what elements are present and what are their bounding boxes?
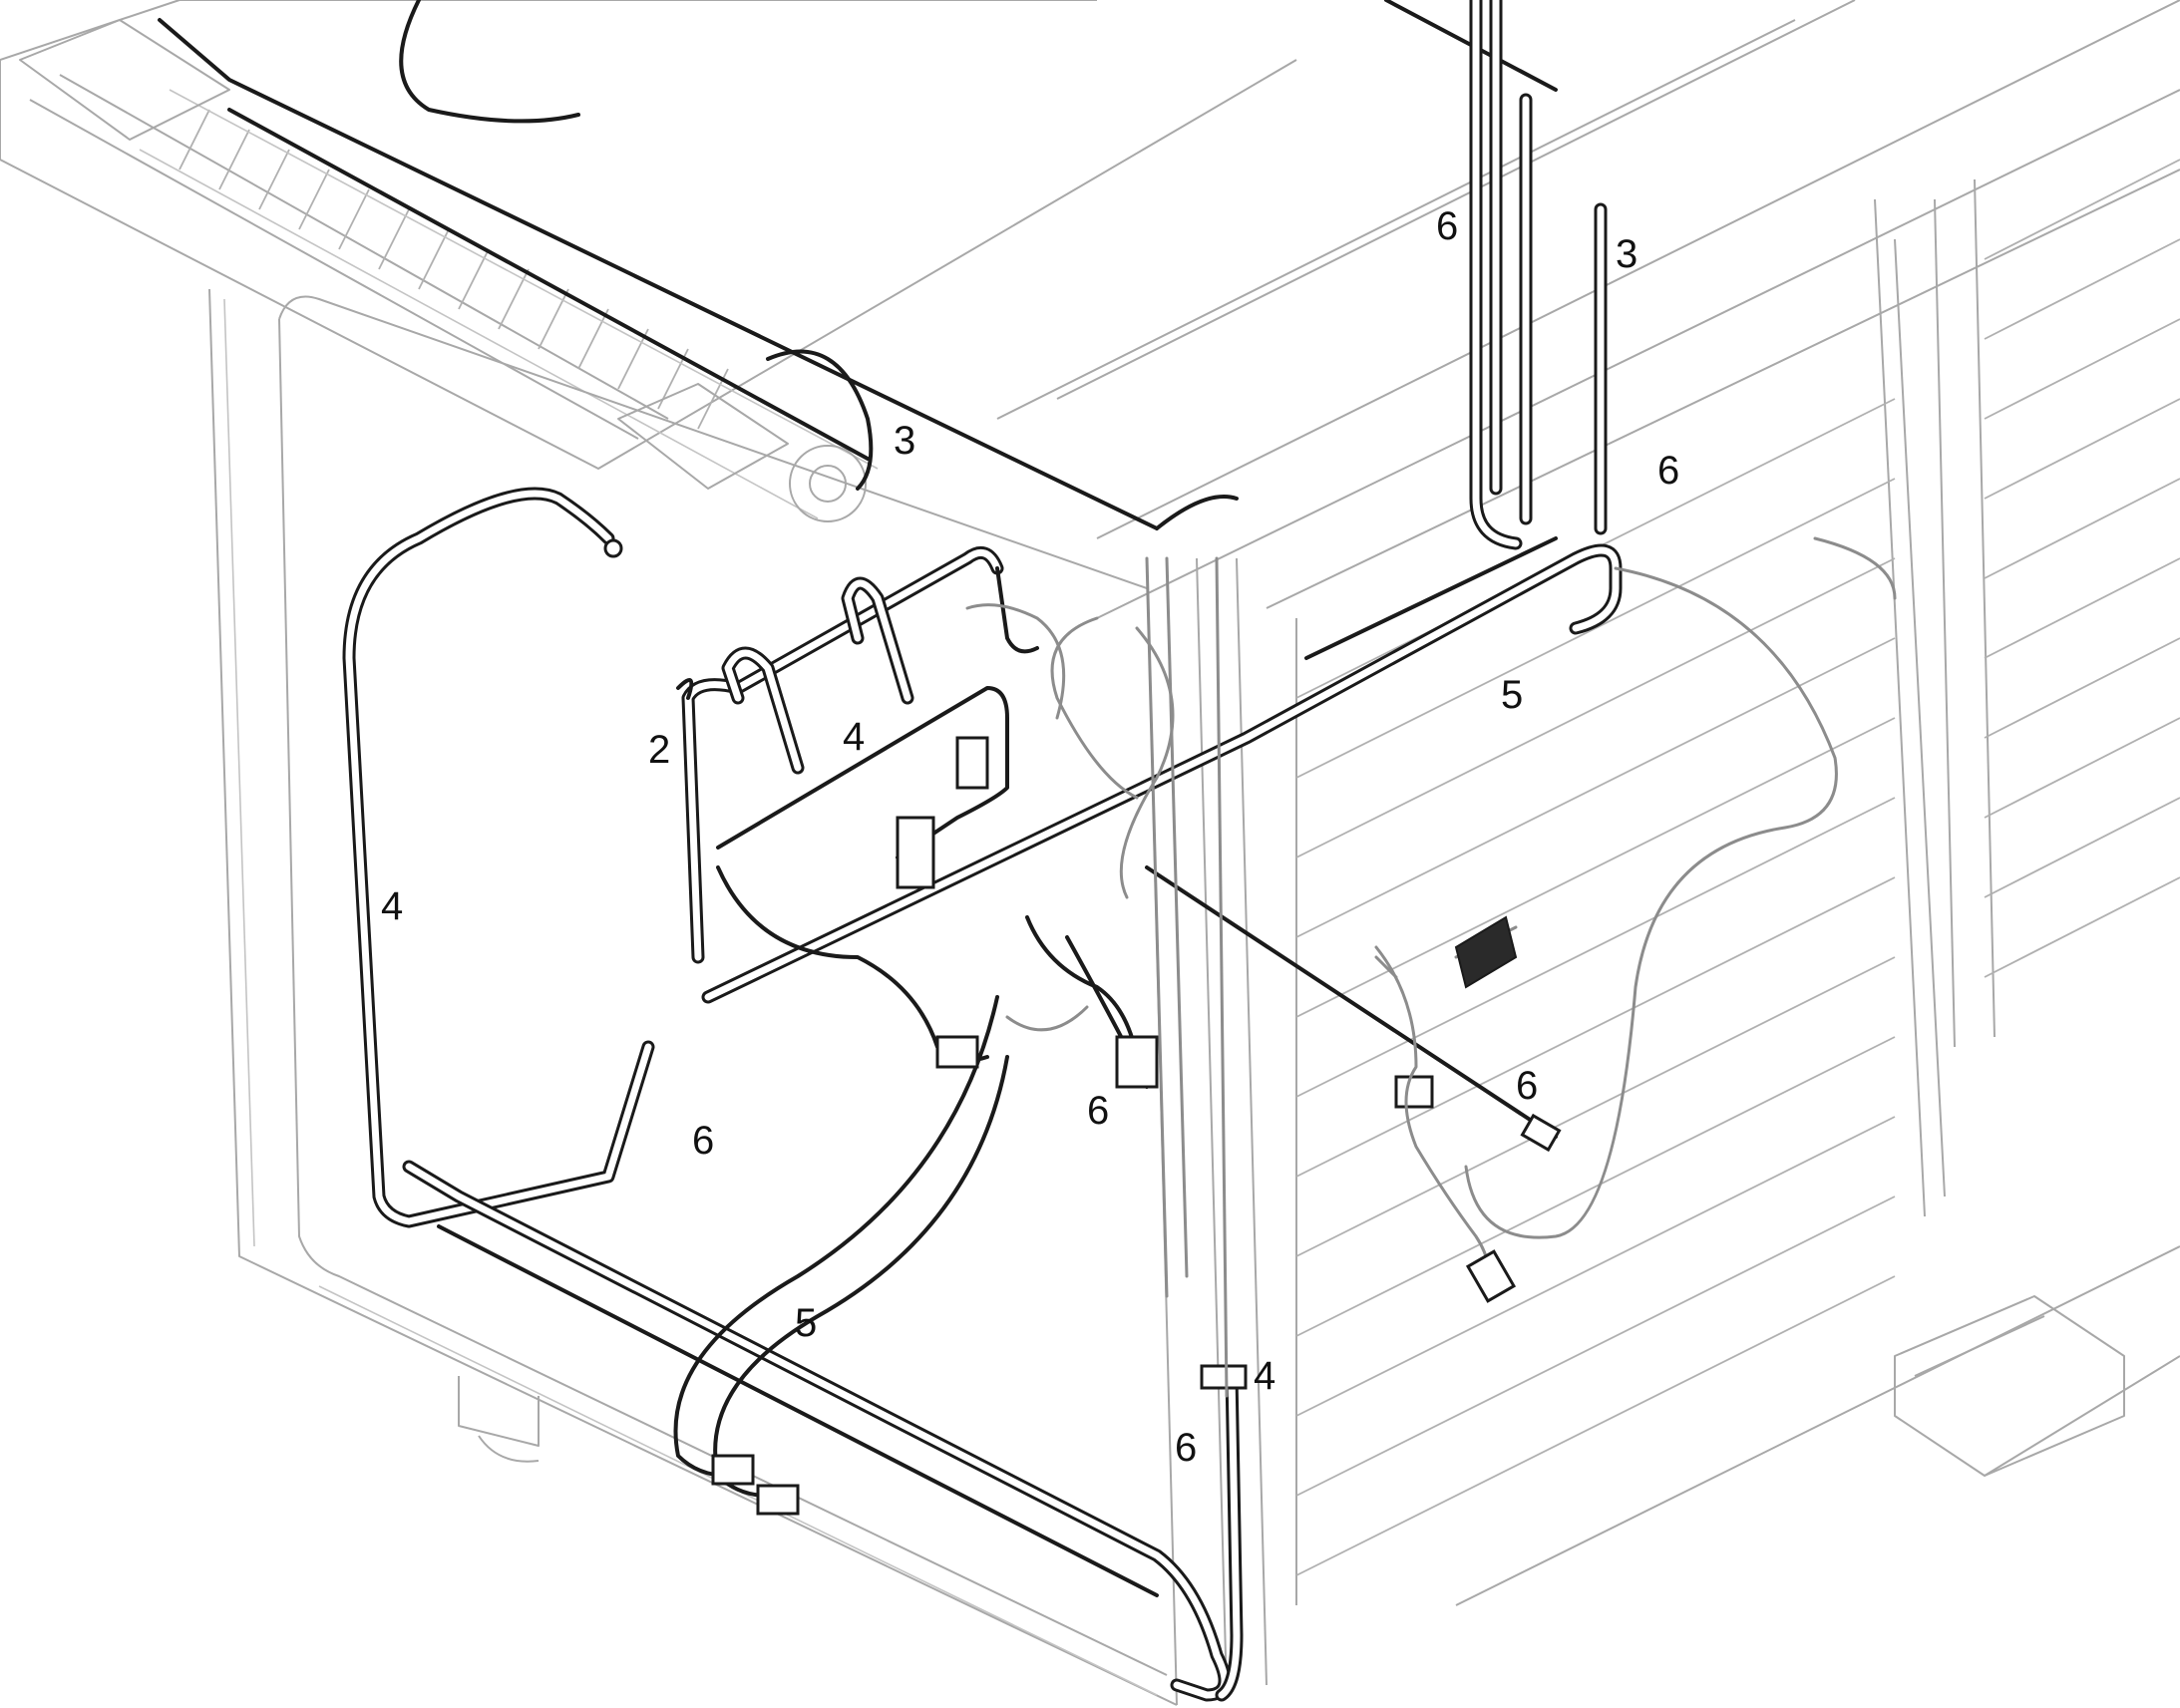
callout-6-left: 6 — [692, 1119, 714, 1163]
harness-5-lower — [673, 915, 1159, 1516]
callout-6-upper-right: 6 — [1657, 449, 1679, 493]
top-center-mount-plate — [617, 383, 789, 490]
lifting-eye — [789, 445, 867, 522]
harness-3 — [158, 0, 1608, 550]
callout-3-top-right: 3 — [1616, 232, 1637, 276]
callout-4-lower: 4 — [1254, 1354, 1275, 1398]
callout-6-bottom: 6 — [1175, 1426, 1197, 1470]
central-bundle — [965, 556, 1229, 1398]
lower-plug-1 — [711, 1454, 755, 1486]
post-connector — [1200, 1364, 1248, 1390]
callout-6-top: 6 — [1436, 204, 1458, 248]
harness-2 — [676, 545, 1004, 964]
terminal-block — [1454, 915, 1518, 989]
harness-4-left — [342, 487, 655, 1228]
top-left-mount-plate — [19, 19, 230, 141]
lower-plug-2 — [756, 1484, 800, 1516]
harness-4-lower — [1200, 1364, 1248, 1702]
relay-connector — [896, 816, 935, 889]
left-side-panel — [208, 288, 1178, 1706]
callout-4-left: 4 — [381, 884, 403, 928]
callout-6-center: 6 — [1087, 1089, 1109, 1133]
callout-5-lower: 5 — [795, 1301, 817, 1345]
callout-5-right: 5 — [1501, 673, 1523, 717]
harness-6-lower — [402, 865, 1562, 1702]
callout-labels: 6 3 3 6 2 4 5 4 6 6 6 5 4 6 — [381, 204, 1679, 1470]
callout-2: 2 — [648, 728, 670, 772]
callout-4-upper: 4 — [843, 715, 865, 759]
harness-6-end-connector — [1520, 1113, 1562, 1153]
top-bracket-clip — [603, 538, 623, 558]
callout-6-middle-right: 6 — [1516, 1064, 1538, 1108]
harness-4-upper — [716, 566, 1039, 1063]
roof-grille — [139, 89, 879, 519]
base-bracket — [1894, 1295, 2125, 1477]
louvered-panel — [1295, 198, 1946, 1605]
harness-5-upper — [701, 536, 1897, 1239]
callout-3-top-left: 3 — [894, 419, 915, 463]
